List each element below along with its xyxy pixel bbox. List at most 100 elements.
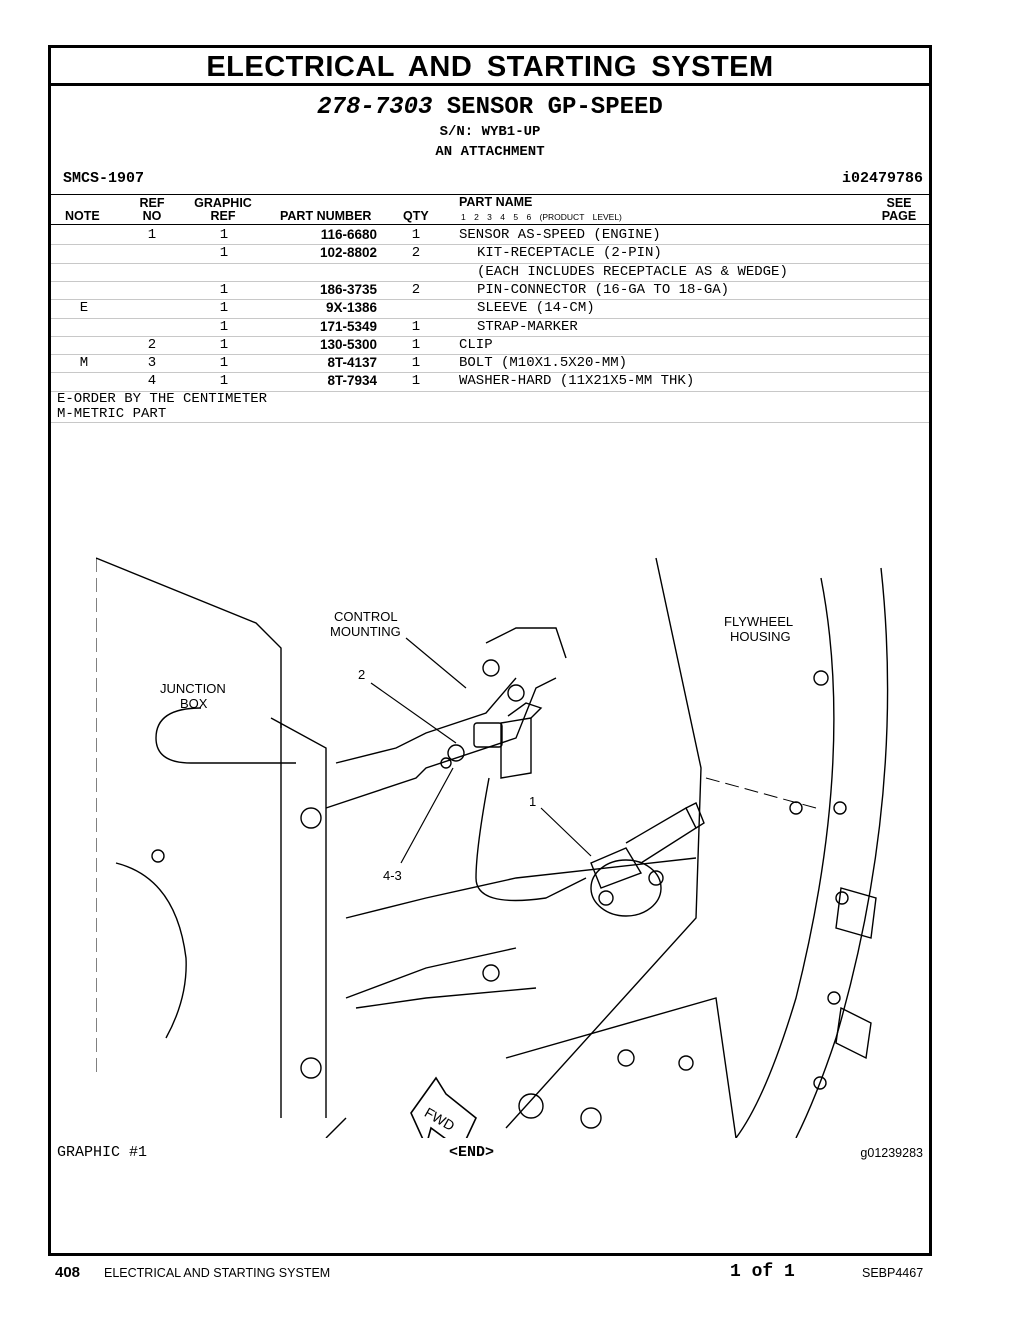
row-part-name: PIN-CONNECTOR (16-GA TO 18-GA): [477, 281, 730, 298]
page-title: ELECTRICAL AND STARTING SYSTEM: [51, 48, 929, 86]
header-graphic-bottom: REF: [210, 209, 236, 223]
row-qty: 1: [411, 227, 421, 243]
row-part-name: (EACH INCLUDES RECEPTACLE AS & WEDGE): [477, 263, 788, 280]
note-m: M-METRIC PART: [57, 406, 167, 422]
attachment-label: AN ATTACHMENT: [435, 144, 545, 160]
row-part-number: 130-5300: [319, 336, 377, 352]
row-rule: [51, 244, 929, 246]
info-id: i02479786: [841, 170, 923, 187]
row-rule: [51, 335, 929, 337]
callout-4-3: 4-3: [383, 868, 402, 883]
notes-rule: [51, 422, 929, 423]
row-rule: [51, 354, 929, 356]
callout-1: 1: [529, 794, 536, 809]
row-part-name: WASHER-HARD (11X21X5-MM THK): [459, 373, 695, 390]
row-rule: [51, 262, 929, 264]
smcs-code: SMCS-1907: [63, 170, 145, 187]
row-ref-no: 4: [147, 373, 157, 390]
row-part-number: 186-3735: [319, 281, 377, 297]
row-graphic-ref: 1: [219, 336, 229, 353]
row-rule: [51, 317, 929, 319]
header-product-level: 1 2 3 4 5 6 (PRODUCT LEVEL): [461, 212, 622, 222]
header-see-bottom: PAGE: [881, 209, 917, 223]
row-qty: 1: [411, 373, 421, 390]
table-header-rule: [51, 224, 929, 225]
group-title: 278-7303 SENSOR GP-SPEED: [51, 94, 929, 121]
serial-number: S/N: WYB1-UP: [439, 124, 541, 140]
row-graphic-ref: 1: [219, 355, 229, 372]
label-box: BOX: [180, 696, 208, 711]
row-graphic-ref: 1: [219, 318, 229, 335]
row-qty: 1: [411, 355, 421, 372]
group-part-number: 278-7303: [317, 94, 433, 121]
header-part-number: PART NUMBER: [280, 209, 372, 223]
header-see-top: SEE: [886, 196, 912, 210]
row-part-name: CLIP: [459, 336, 493, 353]
junction-box-drawing: [96, 557, 557, 1138]
row-graphic-ref: 1: [219, 281, 229, 298]
row-rule: [51, 372, 929, 374]
row-ref-no: 1: [147, 227, 157, 243]
parts-diagram: FWD CONTROL MOUNTING FLYWHEEL HOUSING JU…: [96, 557, 889, 1138]
header-ref-bottom: NO: [142, 209, 162, 223]
row-rule: [51, 390, 929, 392]
group-name: SENSOR GP-SPEED: [446, 94, 663, 121]
footer-document: SEBP4467: [862, 1266, 924, 1280]
row-graphic-ref: 1: [219, 245, 229, 262]
row-graphic-ref: 1: [219, 300, 229, 317]
control-mounting-bracket: [300, 627, 697, 1079]
row-part-number: 171-5349: [319, 318, 377, 334]
row-part-name: STRAP-MARKER: [477, 318, 578, 335]
row-graphic-ref: 1: [219, 227, 229, 243]
row-part-number: 102-8802: [319, 245, 377, 261]
row-qty: 1: [411, 336, 421, 353]
header-ref-top: REF: [139, 196, 165, 210]
table-top-rule: [51, 194, 929, 195]
row-qty: 2: [411, 281, 421, 298]
leader-callout-2: [370, 682, 457, 744]
fwd-label: FWD: [422, 1104, 458, 1134]
flywheel-housing-drawing: [505, 557, 889, 1138]
fwd-arrow-icon: FWD: [410, 1076, 477, 1138]
row-rule: [51, 299, 929, 301]
label-housing: HOUSING: [730, 629, 791, 644]
end-label: <END>: [449, 1144, 495, 1161]
note-e: E-ORDER BY THE CENTIMETER: [57, 391, 268, 407]
leader-callout-1: [540, 807, 592, 857]
header-part-name: PART NAME: [459, 195, 533, 209]
label-control: CONTROL: [334, 609, 398, 624]
graphic-label: GRAPHIC #1: [57, 1144, 148, 1161]
footer-section: ELECTRICAL AND STARTING SYSTEM: [104, 1266, 331, 1280]
row-part-name: SLEEVE (14-CM): [477, 300, 595, 317]
speed-sensor-drawing: [590, 802, 705, 917]
row-rule: [51, 280, 929, 282]
label-flywheel: FLYWHEEL: [724, 614, 793, 629]
leader-control-mounting: [405, 637, 467, 689]
row-part-number: 9X-1386: [325, 300, 377, 316]
callout-2: 2: [358, 667, 365, 682]
row-part-name: KIT-RECEPTACLE (2-PIN): [477, 245, 662, 262]
label-mounting: MOUNTING: [330, 624, 401, 639]
header-qty: QTY: [403, 209, 429, 223]
row-qty: 1: [411, 318, 421, 335]
row-note: E: [79, 300, 89, 317]
footer-page-number: 408: [55, 1264, 81, 1281]
header-graphic-top: GRAPHIC: [194, 196, 252, 210]
header-note: NOTE: [65, 209, 100, 223]
row-qty: 2: [411, 245, 421, 262]
row-part-number: 8T-4137: [327, 355, 377, 371]
row-graphic-ref: 1: [219, 373, 229, 390]
row-ref-no: 3: [147, 355, 157, 372]
row-note: M: [79, 355, 89, 372]
row-part-number: 116-6680: [320, 227, 377, 242]
row-part-number: 8T-7934: [327, 373, 377, 389]
row-ref-no: 2: [147, 336, 157, 353]
graphic-id: g01239283: [860, 1146, 923, 1160]
page-frame: ELECTRICAL AND STARTING SYSTEM 278-7303 …: [48, 45, 932, 1256]
table-notes: E-ORDER BY THE CENTIMETER M-METRIC PART: [57, 392, 267, 422]
leader-callout-43: [400, 767, 454, 864]
label-junction: JUNCTION: [160, 681, 226, 696]
sensor-wire: [475, 777, 587, 902]
footer-page-of: 1 of 1: [730, 1262, 795, 1282]
row-part-name: BOLT (M10X1.5X20-MM): [459, 355, 628, 372]
